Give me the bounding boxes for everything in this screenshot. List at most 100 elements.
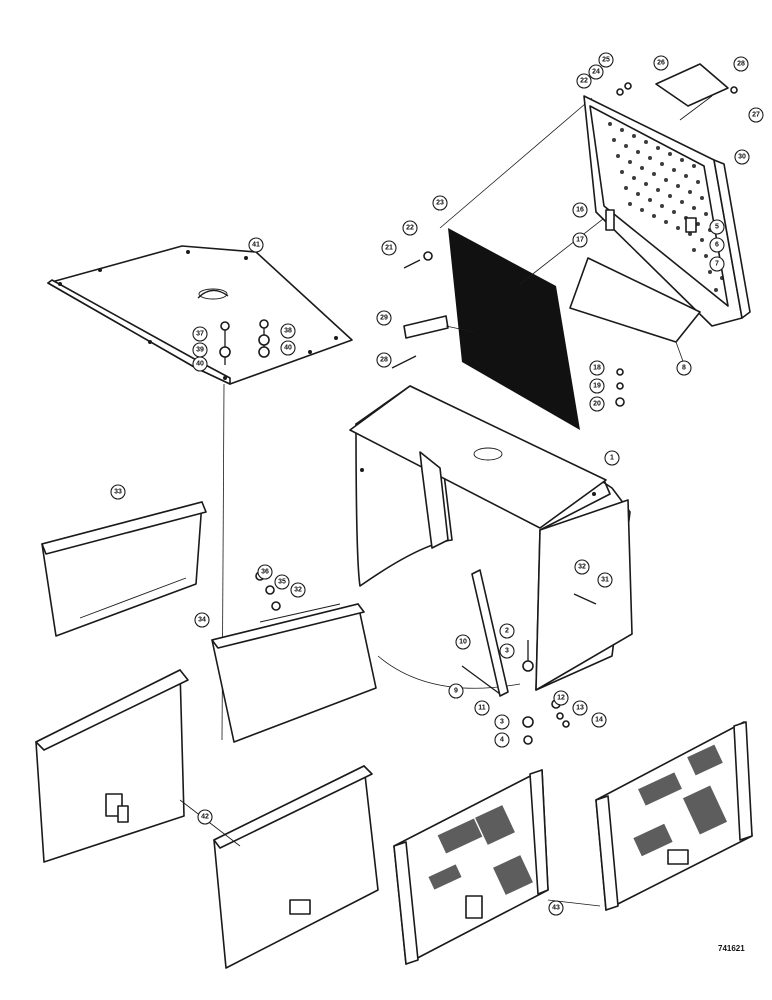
callout-40b: 40 (192, 356, 208, 372)
svg-text:32: 32 (294, 587, 302, 594)
svg-text:28: 28 (737, 61, 745, 68)
callout-37: 37 (192, 326, 208, 342)
support-rod (471, 569, 509, 697)
svg-text:4: 4 (500, 737, 504, 744)
svg-text:38: 38 (284, 328, 292, 335)
svg-text:27: 27 (752, 112, 760, 119)
grille-bracket (569, 257, 701, 365)
callout-38: 38 (280, 323, 296, 339)
callout-22b: 22 (576, 73, 592, 89)
callout-19: 19 (589, 378, 605, 394)
main-housing (349, 385, 633, 691)
figure-id: 741621 (718, 944, 745, 953)
svg-text:24: 24 (592, 69, 600, 76)
callout-5: 5 (709, 219, 725, 235)
callout-11: 11 (474, 700, 490, 716)
callout-32b: 32 (290, 582, 306, 598)
svg-text:31: 31 (601, 577, 609, 584)
svg-text:18: 18 (593, 365, 601, 372)
callout-1: 1 (604, 450, 620, 466)
svg-text:13: 13 (576, 705, 584, 712)
callout-29: 29 (376, 310, 392, 326)
svg-text:41: 41 (252, 242, 260, 249)
svg-text:23: 23 (436, 200, 444, 207)
svg-text:43: 43 (552, 905, 560, 912)
svg-text:28: 28 (380, 357, 388, 364)
svg-text:40: 40 (196, 361, 204, 368)
callout-35: 35 (274, 574, 290, 590)
callout-labels: 1 2 3 3 4 5 6 7 8 9 10 11 12 13 14 16 17… (110, 52, 764, 916)
callout-30: 30 (734, 149, 750, 165)
callout-41: 41 (248, 237, 264, 253)
callout-27: 27 (748, 107, 764, 123)
callout-9: 9 (448, 683, 464, 699)
callout-31: 31 (597, 572, 613, 588)
svg-text:26: 26 (657, 60, 665, 67)
callout-40a: 40 (280, 340, 296, 356)
callout-32a: 32 (574, 559, 590, 575)
callout-17: 17 (572, 232, 588, 248)
callout-21: 21 (381, 240, 397, 256)
svg-text:10: 10 (459, 639, 467, 646)
svg-text:32: 32 (578, 564, 586, 571)
callout-3b: 3 (494, 714, 510, 730)
svg-text:8: 8 (682, 365, 686, 372)
callout-6: 6 (709, 237, 725, 253)
svg-text:35: 35 (278, 579, 286, 586)
svg-text:11: 11 (478, 705, 486, 712)
svg-text:40: 40 (284, 345, 292, 352)
svg-text:12: 12 (557, 695, 565, 702)
callout-7: 7 (709, 256, 725, 272)
callout-2: 2 (499, 623, 515, 639)
svg-text:34: 34 (198, 617, 206, 624)
callout-25: 25 (598, 52, 614, 68)
callout-13: 13 (572, 700, 588, 716)
callout-24: 24 (588, 64, 604, 80)
callout-14: 14 (591, 712, 607, 728)
bracket-34 (211, 603, 377, 743)
svg-text:37: 37 (196, 331, 204, 338)
perforated-panel-left (393, 769, 549, 965)
svg-text:42: 42 (201, 814, 209, 821)
svg-text:36: 36 (261, 569, 269, 576)
callout-34: 34 (194, 612, 210, 628)
callout-8: 8 (676, 360, 692, 376)
svg-text:25: 25 (602, 57, 610, 64)
bracket-33 (41, 501, 207, 637)
svg-text:6: 6 (715, 242, 719, 249)
callout-26: 26 (653, 55, 669, 71)
svg-text:21: 21 (385, 245, 393, 252)
callout-43: 43 (548, 900, 564, 916)
callout-28b: 28 (376, 352, 392, 368)
svg-text:1: 1 (610, 455, 614, 462)
latch-plate (655, 63, 729, 121)
callout-36: 36 (257, 564, 273, 580)
callout-42: 42 (197, 809, 213, 825)
callout-28a: 28 (733, 56, 749, 72)
grille-frame (583, 95, 751, 327)
svg-text:30: 30 (738, 154, 746, 161)
svg-text:3: 3 (500, 719, 504, 726)
callout-12: 12 (553, 690, 569, 706)
svg-text:2: 2 (505, 628, 509, 635)
callout-18: 18 (589, 360, 605, 376)
callout-23: 23 (432, 195, 448, 211)
svg-text:7: 7 (715, 261, 719, 268)
callout-20: 20 (589, 396, 605, 412)
svg-text:14: 14 (595, 717, 603, 724)
svg-text:17: 17 (576, 237, 584, 244)
callout-39: 39 (192, 342, 208, 358)
svg-text:22: 22 (580, 78, 588, 85)
callout-3a: 3 (499, 643, 515, 659)
svg-text:19: 19 (593, 383, 601, 390)
svg-text:16: 16 (576, 207, 584, 214)
callout-22a: 22 (402, 220, 418, 236)
callout-4: 4 (494, 732, 510, 748)
svg-text:5: 5 (715, 224, 719, 231)
svg-text:3: 3 (505, 648, 509, 655)
svg-text:39: 39 (196, 347, 204, 354)
svg-text:22: 22 (406, 225, 414, 232)
svg-text:33: 33 (114, 489, 122, 496)
svg-text:9: 9 (454, 688, 458, 695)
